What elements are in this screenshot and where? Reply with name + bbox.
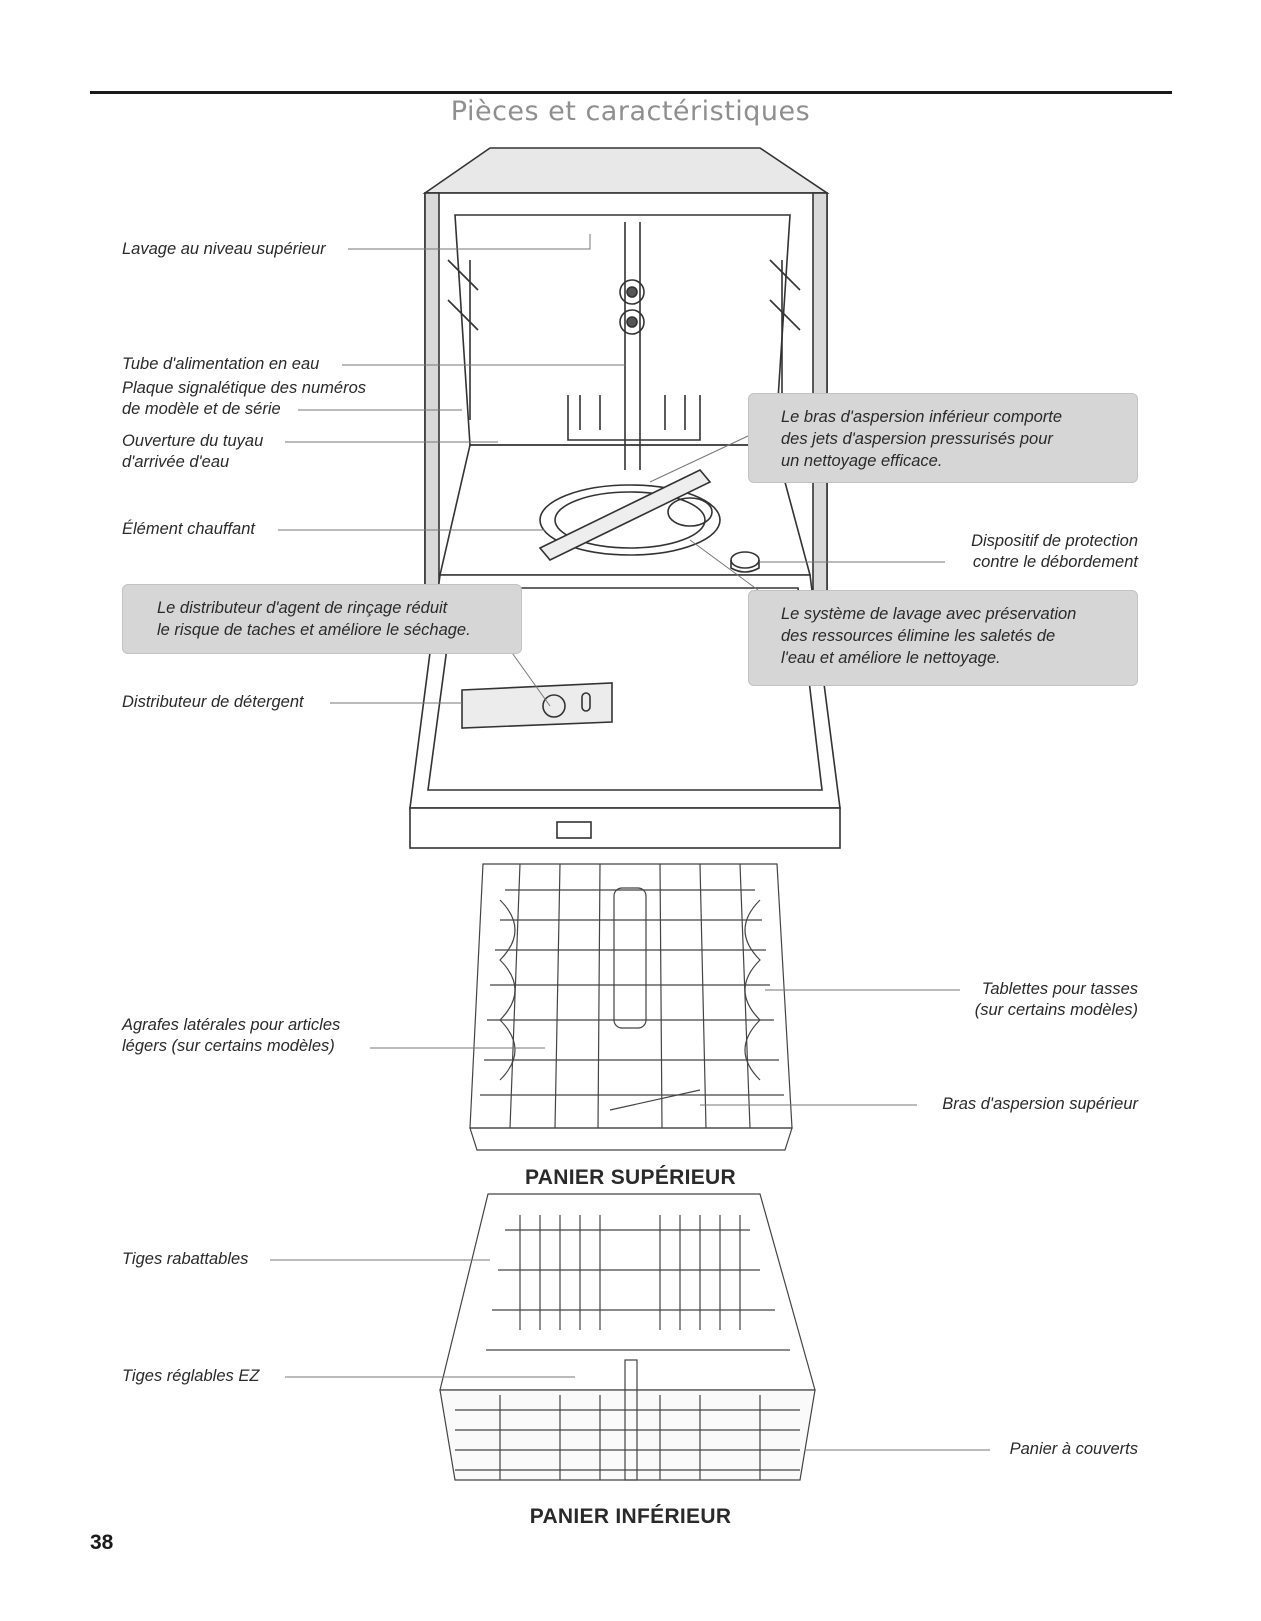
page-title: Pièces et caractéristiques: [450, 96, 811, 127]
callout-wash-system: Le système de lavage avec préservation d…: [748, 590, 1138, 686]
label-heating-element: Élément chauffant: [122, 520, 255, 538]
label-overfill-protection: Dispositif de protection contre le débor…: [971, 532, 1138, 571]
label-upper-spray-arm: Bras d'aspersion supérieur: [942, 1095, 1138, 1113]
page-number: 38: [90, 1531, 114, 1554]
lower-rack-title: PANIER INFÉRIEUR: [529, 1505, 732, 1528]
label-detergent-dispenser: Distributeur de détergent: [122, 693, 304, 711]
upper-rack-title: PANIER SUPÉRIEUR: [525, 1166, 736, 1189]
label-silverware-basket: Panier à couverts: [1009, 1440, 1138, 1458]
label-ez-tines: Tiges réglables EZ: [122, 1367, 260, 1385]
label-side-clips: Agrafes latérales pour articles légers (…: [122, 1016, 341, 1055]
callout-lower-spray-arm: Le bras d'aspersion inférieur comporte d…: [748, 393, 1138, 483]
label-upper-level-wash: Lavage au niveau supérieur: [122, 240, 326, 258]
label-serial-plate: Plaque signalétique des numéros de modèl…: [122, 379, 366, 418]
label-water-feed-tube: Tube d'alimentation en eau: [122, 355, 320, 373]
header-rule: [90, 91, 1172, 94]
label-cup-shelves: Tablettes pour tasses (sur certains modè…: [974, 980, 1138, 1019]
callout-rinse-aid: Le distributeur d'agent de rinçage rédui…: [122, 584, 522, 654]
label-inlet-opening: Ouverture du tuyau d'arrivée d'eau: [122, 432, 264, 471]
label-fold-down-tines: Tiges rabattables: [122, 1250, 249, 1268]
